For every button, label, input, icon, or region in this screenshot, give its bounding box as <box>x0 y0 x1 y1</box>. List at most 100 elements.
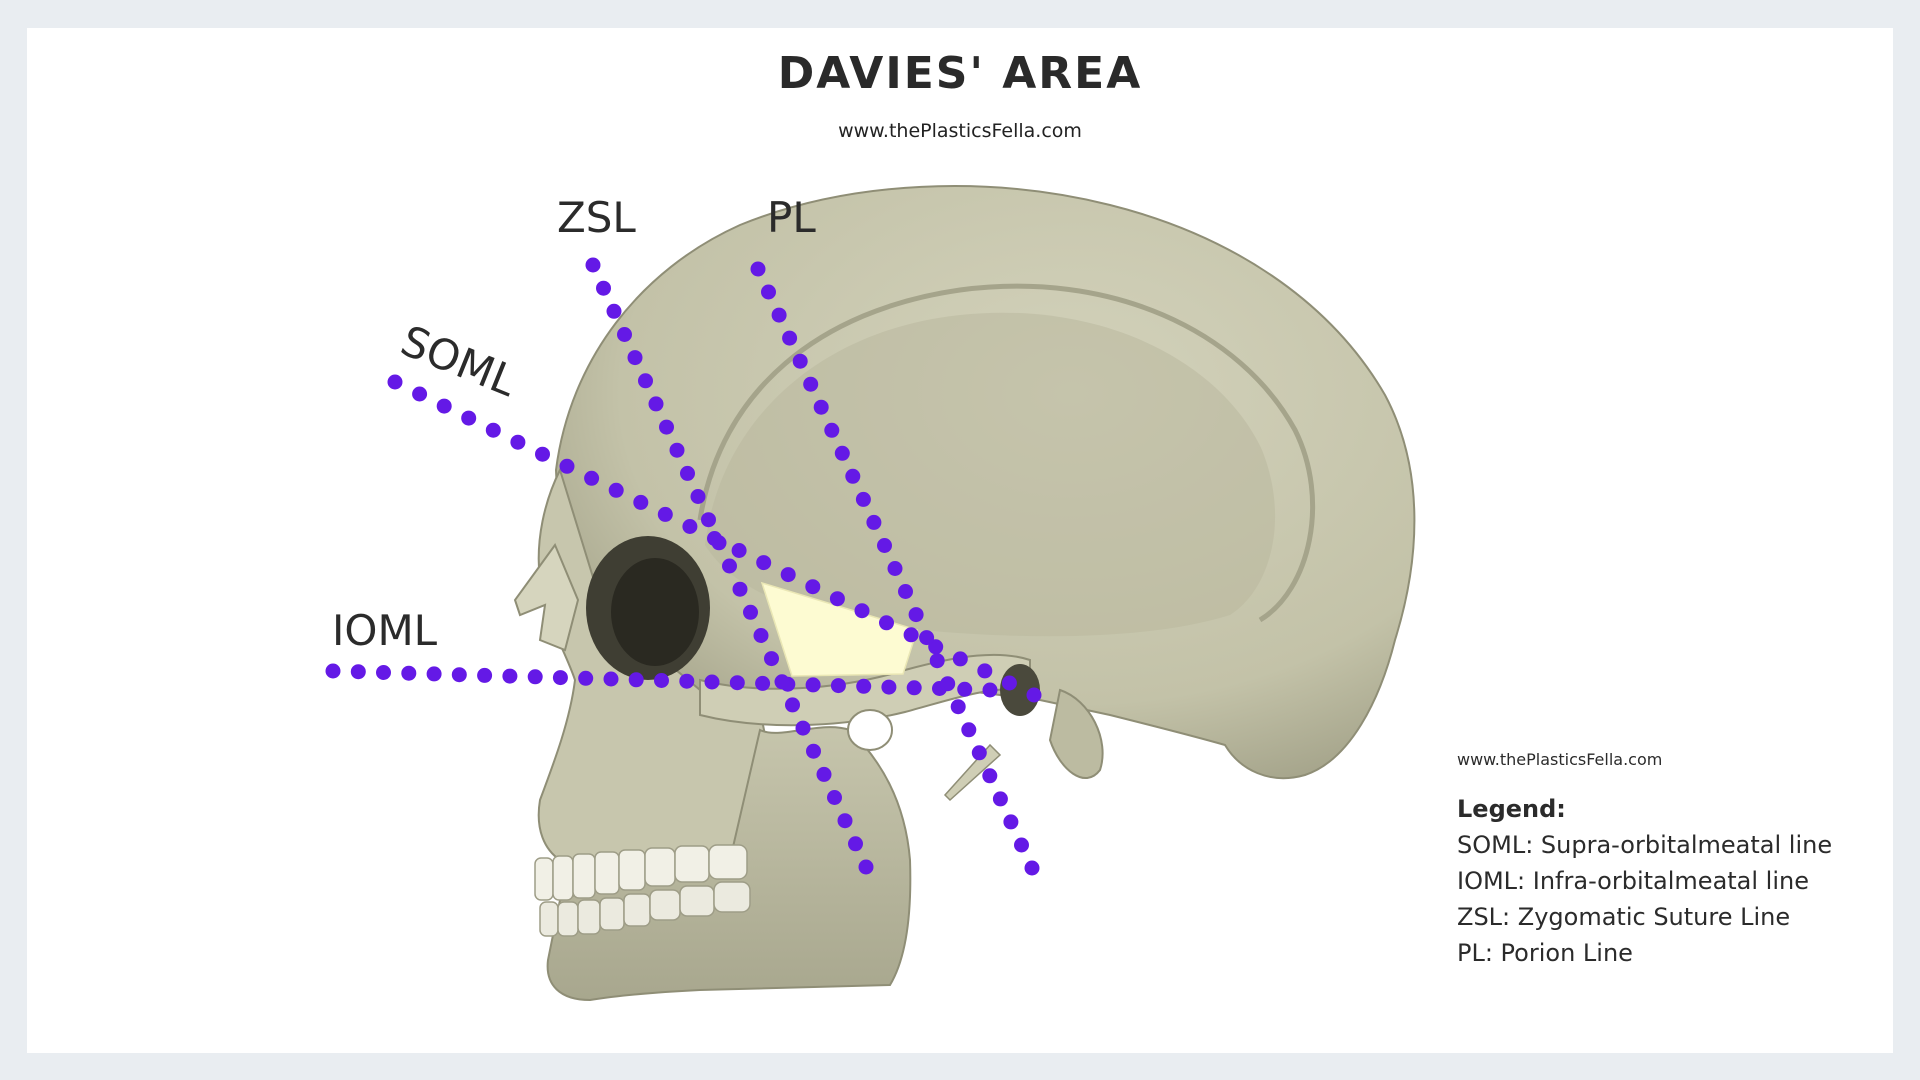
nasal-bone <box>513 542 580 652</box>
soml-dot <box>829 591 845 607</box>
ioml-dot <box>477 667 493 683</box>
ioml-dot <box>552 670 568 686</box>
pl-dot <box>803 376 819 392</box>
ioml-dot <box>628 672 644 688</box>
zsl-dot <box>827 790 842 805</box>
zsl-dot <box>711 535 727 551</box>
pl-dot <box>908 607 924 623</box>
pl-dot <box>845 468 861 484</box>
zsl-dot <box>753 628 769 643</box>
ioml-dot <box>401 665 417 681</box>
ioml-dot <box>426 666 442 682</box>
ioml-dot <box>603 671 619 687</box>
soml-dot <box>854 603 870 619</box>
ioml-dot <box>451 667 467 683</box>
ioml-dot <box>350 664 366 680</box>
soml-dotted-line <box>387 374 1042 703</box>
pl-dot <box>750 261 766 277</box>
ioml-dot <box>527 669 543 685</box>
zsl-dot <box>638 373 653 389</box>
zsl-dot <box>606 303 622 319</box>
zsl-label: ZSL <box>557 193 636 242</box>
soml-dot <box>977 663 993 679</box>
soml-dot <box>412 386 428 402</box>
legend: www.thePlasticsFella.com Legend: SOML: S… <box>1457 750 1832 971</box>
pl-dot <box>898 584 913 599</box>
ioml-dotted-line <box>325 663 998 698</box>
soml-dot <box>756 555 772 571</box>
zsl-dot <box>617 327 632 342</box>
legend-heading: Legend: <box>1457 795 1566 823</box>
zsl-dotted-line <box>585 257 874 875</box>
upper-teeth <box>534 844 748 901</box>
pl-dot <box>782 330 798 346</box>
soml-dot <box>928 639 944 655</box>
sigmoid-notch <box>847 709 893 751</box>
soml-dot <box>780 567 796 583</box>
soml-dot <box>731 543 747 558</box>
soml-dot <box>1001 675 1017 691</box>
ioml-dot <box>856 678 872 694</box>
ioml-dot <box>830 678 846 694</box>
pl-dotted-line <box>750 261 1040 876</box>
soml-dot <box>1026 687 1042 703</box>
zsl-dot <box>806 743 821 759</box>
reference-lines <box>325 257 1042 876</box>
ioml-dot <box>982 682 998 698</box>
pl-dot <box>813 399 829 415</box>
soml-dot <box>657 506 673 522</box>
soml-dot <box>682 519 698 534</box>
ioml-dot <box>755 675 771 691</box>
pl-dot <box>1014 837 1029 853</box>
pl-dot <box>992 791 1008 807</box>
ioml-dot <box>957 681 973 697</box>
zsl-dot <box>732 581 748 597</box>
zsl-dot <box>596 280 611 296</box>
zsl-dot <box>722 558 737 574</box>
skull-illustration <box>513 185 1416 1002</box>
zsl-dot <box>764 651 779 667</box>
zsl-dot <box>627 350 643 366</box>
legend-item-zsl: ZSL: Zygomatic Suture Line <box>1457 903 1791 931</box>
pl-dot <box>866 514 882 530</box>
pl-dot <box>761 284 776 300</box>
ioml-dot <box>325 663 341 679</box>
pl-dot <box>855 491 871 507</box>
zsl-dot <box>701 512 716 528</box>
pl-dot <box>1003 814 1019 830</box>
lower-teeth <box>539 881 751 937</box>
zsl-dot <box>858 859 874 875</box>
pl-label: PL <box>767 193 816 242</box>
pl-dot <box>1024 860 1040 876</box>
ioml-dot <box>679 673 695 689</box>
soml-dot <box>952 651 968 667</box>
zsl-dot <box>795 720 811 736</box>
pl-dot <box>877 538 892 553</box>
zsl-dot <box>648 396 664 412</box>
pl-dot <box>771 307 787 323</box>
zsl-dot <box>743 604 758 620</box>
soml-dot <box>903 627 919 643</box>
website-url: www.thePlasticsFella.com <box>838 120 1082 142</box>
pl-dot <box>940 676 956 692</box>
pl-dot <box>792 353 808 369</box>
ioml-dot <box>704 674 720 690</box>
mastoid-process <box>1048 688 1104 780</box>
ioml-dot <box>654 673 669 688</box>
zsl-dot <box>837 813 853 829</box>
zsl-dot <box>680 465 695 481</box>
ioml-dot <box>906 680 922 696</box>
pl-dot <box>982 768 998 784</box>
zsl-dot <box>585 257 601 273</box>
ioml-dot <box>578 670 594 686</box>
pl-dot <box>929 653 945 669</box>
ioml-dot <box>376 665 391 680</box>
soml-dot <box>461 410 477 426</box>
pl-dot <box>950 699 966 715</box>
pl-dot <box>919 630 935 646</box>
soml-dot <box>879 615 894 631</box>
soml-dot <box>608 482 624 498</box>
soml-dot <box>510 434 526 450</box>
soml-dot <box>584 470 600 486</box>
